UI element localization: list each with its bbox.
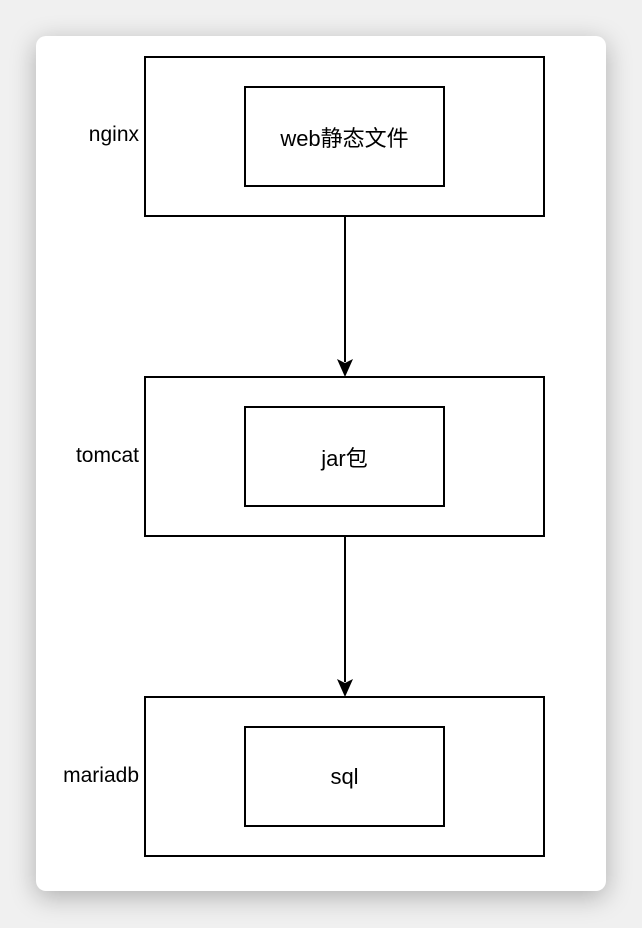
content-box-jar: jar包	[244, 406, 445, 507]
layer-label-tomcat: tomcat	[75, 444, 139, 467]
content-box-web-static: web静态文件	[244, 86, 445, 187]
arrowhead-tomcat	[337, 359, 353, 377]
layer-label-mariadb: mariadb	[63, 764, 139, 787]
layer-label-nginx: nginx	[88, 123, 139, 146]
content-box-sql: sql	[244, 726, 445, 827]
arrowhead-mariadb	[337, 679, 353, 697]
